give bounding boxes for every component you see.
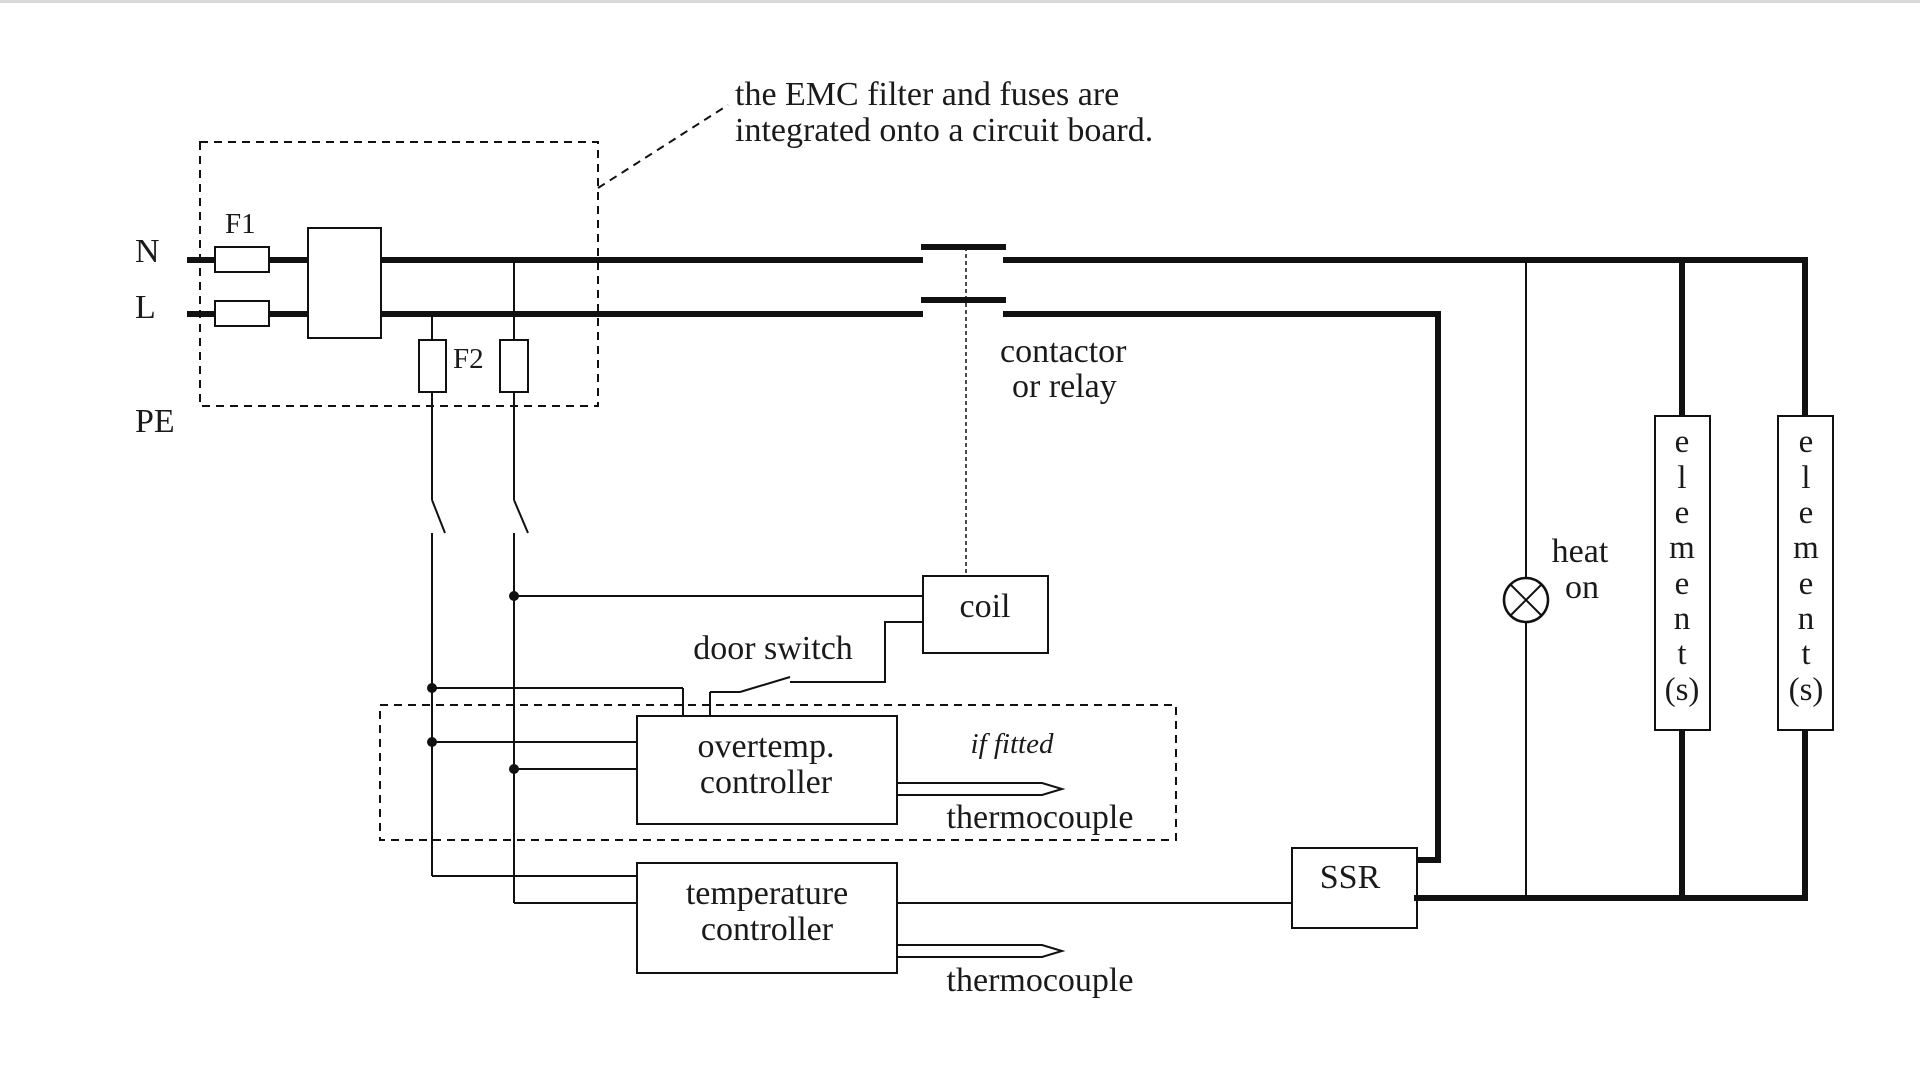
fuse-f2-left (418, 339, 447, 393)
optional-outline (379, 704, 1177, 841)
overtemp-label-1: overtemp. (698, 728, 835, 765)
heating-element-2 (1777, 415, 1834, 731)
coil-return-wire (790, 621, 923, 683)
isolator-right-blade (513, 499, 529, 534)
fuse-f1-neutral (214, 246, 270, 273)
svg-text:e: e (1675, 424, 1690, 460)
svg-text:n: n (1798, 601, 1815, 637)
fuse-f2-right (499, 339, 529, 393)
overtemp-label-2: controller (700, 764, 833, 801)
svg-text:(s): (s) (1665, 672, 1700, 708)
terminal-l-label: L (135, 289, 156, 326)
svg-text:l: l (1801, 460, 1810, 496)
live-line-output (1003, 311, 1441, 863)
overtemp-thermocouple-probe (897, 782, 1066, 796)
svg-text:e: e (1799, 424, 1814, 460)
temperature-label-1: temperature (686, 875, 848, 912)
element-2-label: e l e m e n t (s) (1789, 424, 1824, 708)
top-border (0, 0, 1920, 3)
fuse-f1-live (214, 300, 270, 327)
note-line-1: the EMC filter and fuses are (735, 76, 1119, 113)
coil-label: coil (960, 588, 1011, 625)
svg-text:n: n (1674, 601, 1691, 637)
note-line-2: integrated onto a circuit board. (735, 112, 1153, 149)
ssr-label: SSR (1320, 859, 1381, 896)
emc-filter (307, 227, 382, 339)
isolator-left-blade (431, 499, 446, 534)
contactor-label-1: contactor (1000, 333, 1127, 370)
heating-element-1 (1654, 415, 1711, 731)
contactor-label-2: or relay (1012, 368, 1117, 405)
element-1-label: e l e m e n t (s) (1665, 424, 1700, 708)
door-switch-label: door switch (693, 630, 853, 667)
door-switch-blade (739, 676, 791, 693)
svg-text:e: e (1675, 566, 1690, 602)
overtemp-controller (636, 715, 898, 825)
contactor-coil (922, 575, 1049, 654)
svg-text:t: t (1677, 636, 1686, 672)
svg-text:m: m (1793, 530, 1819, 566)
overtemp-thermocouple-label: thermocouple (947, 799, 1134, 836)
temperature-label-2: controller (701, 911, 834, 948)
if-fitted-label: if fitted (971, 728, 1054, 760)
svg-text:(s): (s) (1789, 672, 1824, 708)
svg-text:l: l (1677, 460, 1686, 496)
svg-text:e: e (1675, 495, 1690, 531)
solid-state-relay (1291, 847, 1418, 929)
note-leader (597, 104, 729, 189)
lamp-label-2: on (1565, 569, 1599, 606)
fuse-f2-label: F2 (453, 343, 484, 375)
temperature-thermocouple-label: thermocouple (947, 962, 1134, 999)
svg-text:e: e (1799, 566, 1814, 602)
circuit-board-outline (199, 141, 599, 407)
svg-text:m: m (1669, 530, 1695, 566)
terminal-pe-label: PE (135, 403, 175, 440)
lamp-cross-2 (1509, 583, 1543, 617)
lamp-label-1: heat (1552, 533, 1609, 570)
terminal-n-label: N (135, 233, 160, 270)
temperature-thermocouple-probe (897, 944, 1066, 958)
fuse-f1-label: F1 (225, 208, 256, 240)
svg-text:e: e (1799, 495, 1814, 531)
svg-text:t: t (1801, 636, 1810, 672)
temperature-controller (636, 862, 898, 974)
